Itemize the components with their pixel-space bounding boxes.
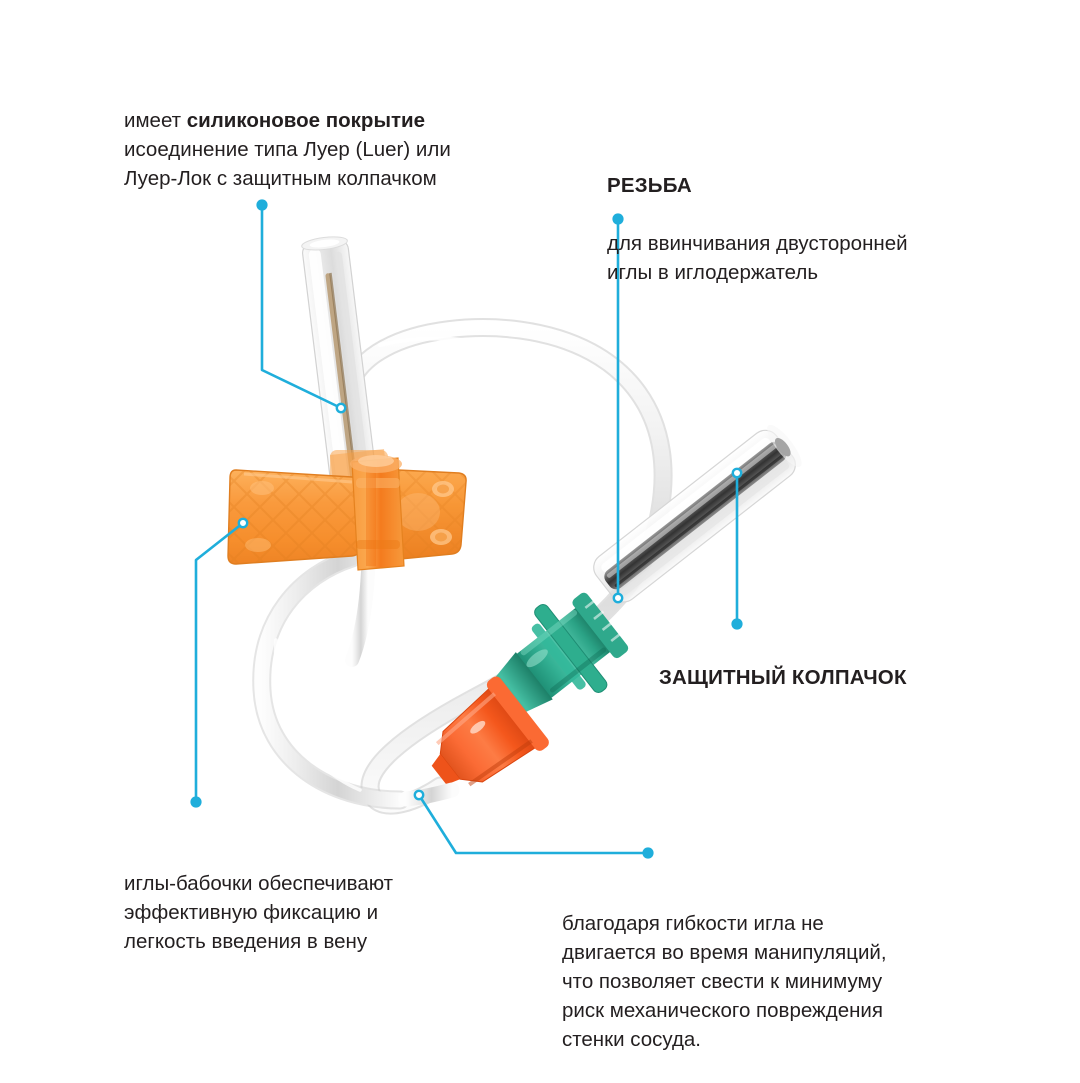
flexibility-callout: благодаря гибкости игла не двигается во … (562, 880, 942, 1083)
protective-cap-title: ЗАЩИТНЫЙ КОЛПАЧОК (659, 666, 907, 689)
luer-line1-suffix: и (124, 138, 136, 161)
thread-callout: РЕЗЬБА для ввинчивания двусторонней иглы… (607, 142, 959, 316)
protective-cap-callout: ЗАЩИТНЫЙ КОЛПАЧОК (659, 634, 999, 721)
orange-luer-connector (431, 676, 549, 787)
thread-title: РЕЗЬБА (607, 174, 692, 197)
flexibility-body: благодаря гибкости игла не двигается во … (562, 912, 887, 1051)
double-ended-needle (604, 441, 787, 590)
luer-line1-prefix: имеет (124, 109, 187, 132)
luer-rest: соединение типа Луер (Luer) или Луер-Лок… (124, 138, 451, 190)
needle-holder-assembly (398, 424, 802, 807)
thread-body: для ввинчивания двусторонней иглы в игло… (607, 232, 908, 284)
butterfly-body: иглы-бабочки обеспечивают эффективную фи… (124, 872, 394, 953)
green-luer-thread-hub (487, 592, 629, 719)
orange-butterfly-wings[interactable] (224, 455, 474, 571)
luer-line1-bold: силиконовое покрытие (186, 109, 425, 132)
luer-coating-callout: имеет силиконовое покрытие исоединение т… (124, 106, 496, 193)
transparent-needle-sheath (593, 424, 802, 603)
butterfly-wings-callout: иглы-бабочки обеспечивают эффективную фи… (124, 840, 444, 985)
